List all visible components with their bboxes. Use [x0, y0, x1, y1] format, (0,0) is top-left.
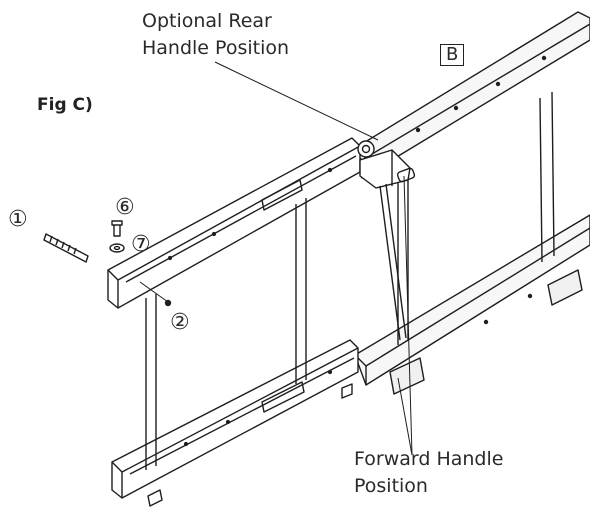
callout-2: ②	[170, 310, 190, 335]
forward-handle-label-line2: Position	[354, 475, 428, 497]
callout-6: ⑥	[115, 195, 135, 220]
rear-frame	[351, 11, 590, 395]
handle-part-1	[43, 233, 89, 263]
front-frame	[107, 137, 361, 507]
screw-2	[164, 299, 172, 307]
rear-handle-label-line2: Handle Position	[142, 37, 290, 59]
washer-7	[109, 243, 125, 253]
figure-label: Fig C)	[37, 95, 93, 115]
callout-7: ⑦	[131, 232, 151, 257]
forward-handle-label-line1: Forward Handle	[354, 448, 504, 470]
bolt-6	[111, 220, 123, 237]
callout-1: ①	[8, 207, 28, 232]
section-label-b: B	[440, 44, 465, 66]
forward-handle	[357, 140, 416, 341]
leader-lines	[139, 61, 413, 456]
rear-handle-label-line1: Optional Rear	[142, 10, 272, 32]
